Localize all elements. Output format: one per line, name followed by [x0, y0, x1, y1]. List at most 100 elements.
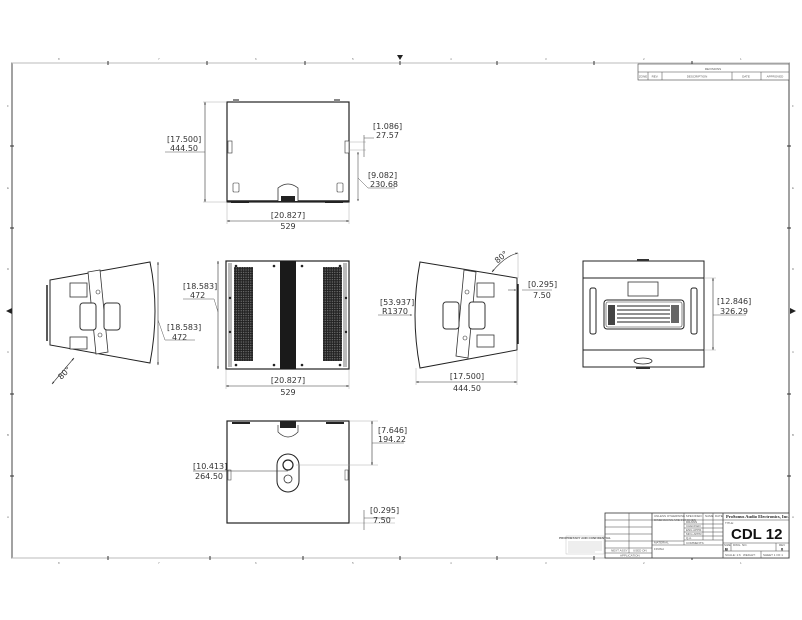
scale-label: SCALE: 1:6 — [725, 553, 741, 557]
dim-right-depth-mm: 444.50 — [453, 384, 481, 393]
application-label: APPLICATION — [620, 554, 640, 558]
zone-row-label: C — [7, 350, 10, 354]
proprietary-title: PROPRIETARY AND CONFIDENTIAL — [559, 536, 611, 540]
zone-row-label: A — [7, 515, 9, 519]
zone-col-label: 6 — [255, 561, 257, 565]
dim-front-height-in: [18.583] — [183, 282, 217, 291]
material-label: MATERIAL — [654, 541, 669, 545]
drawing-title: CDL 12 — [731, 526, 782, 543]
rear-view: [12.846] 326.29 — [582, 259, 751, 369]
next-assy-label: NEXT ASSY — [611, 549, 628, 553]
dim-right-radius-mm: R1370 — [382, 307, 408, 316]
dim-right-depth-in: [17.500] — [450, 372, 484, 381]
revisions-title: REVISIONS — [705, 67, 721, 71]
dim-front-width-mm: 529 — [280, 388, 295, 397]
zone-col-label: 3 — [545, 57, 547, 61]
zone-col-label: 1 — [740, 57, 742, 61]
zone-row-label: A — [792, 515, 794, 519]
rev-col-zone: ZONE — [639, 75, 647, 79]
dim-bottom-flange-in: [0.295] — [370, 506, 399, 515]
zone-col-label: 3 — [545, 561, 547, 565]
title-block: UNLESS OTHERWISE SPECIFIED: DIMENSIONS A… — [604, 512, 790, 559]
dim-top-offset2-mm: 230.68 — [370, 180, 398, 189]
dwg-no-label: DWG. NO. — [733, 543, 747, 547]
zone-col-label: 5 — [352, 57, 354, 61]
zone-col-label: 2 — [643, 57, 645, 61]
role-eng-appr: ENG APPR. — [686, 528, 702, 532]
dim-right-flange-mm: 7.50 — [533, 291, 551, 300]
date-col: DATE — [715, 514, 723, 518]
finish-label: FINISH — [654, 547, 664, 551]
zone-row-label: C — [792, 350, 795, 354]
dim-rear-height-in: [12.846] — [717, 297, 751, 306]
zone-row-label: F — [792, 104, 794, 108]
dim-bottom-offset-in: [7.646] — [378, 426, 407, 435]
zone-col-label: 8 — [58, 561, 60, 565]
dim-bottom-offset-mm: 194.22 — [378, 435, 406, 444]
zone-col-label: 7 — [158, 561, 160, 565]
dim-left-height-mm: 472 — [172, 333, 187, 342]
dim-top-height-mm: 444.50 — [170, 144, 198, 153]
dim-bottom-center-in: [10.413] — [193, 462, 227, 471]
dim-top-height-in: [17.500] — [167, 135, 201, 144]
used-on-label: USED ON — [633, 549, 647, 553]
zone-col-label: 8 — [58, 57, 60, 61]
dim-rear-height-mm: 326.29 — [720, 307, 748, 316]
dim-left-height-in: [18.583] — [167, 323, 201, 332]
dim-bottom-flange-mm: 7.50 — [373, 516, 391, 525]
rev-col-description: DESCRIPTION — [687, 75, 708, 79]
dim-top-offset1-in: [1.086] — [373, 122, 402, 131]
front-view: [18.583] 472 [20.827] 529 — [183, 260, 350, 397]
sheet-label: SHEET 1 OF 1 — [763, 553, 783, 557]
zone-row-label: B — [792, 433, 794, 437]
bottom-view: [7.646] 194.22 [10.413] 264.50 [0.295] 7… — [193, 420, 407, 530]
zone-row-label: D — [7, 267, 10, 271]
dim-right-angle: 80° — [493, 249, 510, 265]
revisions-table: REVISIONS ZONE REV. DESCRIPTION DATE APP… — [637, 63, 790, 81]
size-value: B — [725, 547, 728, 552]
right-side-view: 80° [0.295] 7.50 [53.937] R1370 [17.500]… — [378, 249, 557, 393]
zone-row-label: F — [7, 104, 9, 108]
zone-row-label: E — [7, 186, 9, 190]
role-mfg-appr: MFG APPR. — [686, 532, 703, 536]
zone-col-label: 4 — [450, 57, 452, 61]
zone-col-label: 1 — [740, 561, 742, 565]
dim-right-flange-in: [0.295] — [528, 280, 557, 289]
weight-label: WEIGHT: — [743, 553, 756, 557]
title-label: TITLE: — [725, 521, 734, 525]
zone-row-label: D — [792, 267, 795, 271]
dims-note: DIMENSIONS ARE IN INCHES — [654, 518, 696, 522]
rev-col-approved: APPROVED — [767, 75, 785, 79]
dim-bottom-center-mm: 264.50 — [195, 472, 223, 481]
dim-top-offset2-in: [9.082] — [368, 171, 397, 180]
dim-right-radius-in: [53.937] — [380, 298, 414, 307]
left-side-view: 80° [18.583] 472 — [46, 261, 201, 385]
dim-top-offset1-mm: 27.57 — [376, 131, 399, 140]
name-col: NAME — [705, 514, 714, 518]
dim-top-width-mm: 529 — [280, 222, 295, 231]
rev-label: REV — [779, 543, 785, 547]
top-view: [17.500] 444.50 [20.827] 529 [1.086] 27.… — [165, 99, 402, 231]
size-label: SIZE — [724, 543, 731, 547]
dim-left-angle: 80° — [56, 365, 72, 381]
zone-col-label: 2 — [643, 561, 645, 565]
role-checked: CHECKED — [686, 524, 702, 528]
role-drawn: DRAWN — [686, 520, 697, 524]
role-qa: Q.A. — [686, 536, 692, 540]
proprietary-note: PROPRIETARY AND CONFIDENTIAL — [559, 535, 611, 555]
dim-front-width-in: [20.827] — [271, 376, 305, 385]
zone-row-label: E — [792, 186, 794, 190]
dim-front-height-mm: 472 — [190, 291, 205, 300]
dim-top-width-in: [20.827] — [271, 211, 305, 220]
rev-col-date: DATE — [742, 75, 750, 79]
rev-value: 0 — [781, 547, 784, 552]
zone-col-label: 4 — [450, 561, 452, 565]
tolerance-note: UNLESS OTHERWISE SPECIFIED: — [654, 514, 703, 518]
zone-col-label: 6 — [255, 57, 257, 61]
company-name: ProSonus Audio Electronics, Inc. — [726, 514, 789, 519]
zone-col-label: 7 — [158, 57, 160, 61]
role-comments: COMMENTS: — [686, 541, 704, 545]
zone-row-label: B — [7, 433, 9, 437]
zone-col-label: 5 — [352, 561, 354, 565]
